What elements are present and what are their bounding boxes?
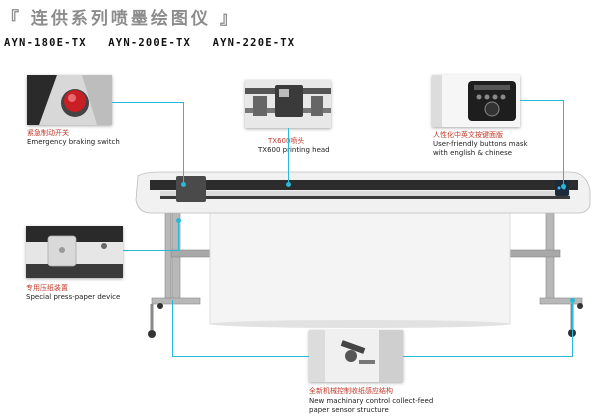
print-head-icon	[245, 80, 331, 128]
sensor-arm-icon	[309, 330, 403, 382]
paper-sheet	[209, 205, 511, 325]
label-buttons-en-1: User-friendly buttons mask	[433, 140, 528, 148]
callout-head	[245, 80, 331, 128]
label-sensor-en-2: paper sensor structure	[309, 406, 389, 414]
model-220: AYN-220E-TX	[212, 37, 296, 49]
emergency-stop-icon	[27, 75, 112, 125]
control-panel-icon	[432, 75, 520, 127]
callout-press	[26, 226, 123, 278]
plotter-wheels	[148, 303, 583, 338]
press-roller-icon	[26, 226, 123, 278]
label-press-cn: 专用压纸装置	[26, 284, 68, 292]
label-sensor-cn: 全新机械控制收纸感应结构	[309, 387, 393, 395]
model-list: AYN-180E-TX AYN-200E-TX AYN-220E-TX	[4, 37, 309, 49]
label-sensor-en-1: New machinary control collect-feed	[309, 397, 434, 405]
page-title: 『 连供系列喷墨绘图仪 』	[2, 9, 240, 29]
callout-buttons	[432, 75, 520, 127]
callout-sensor	[309, 330, 403, 382]
label-head-en: TX600 printing head	[258, 146, 330, 154]
label-buttons-cn: 人性化中英文按键面版	[433, 131, 503, 139]
label-emergency-cn: 紧急制动开关	[27, 129, 69, 137]
label-head-cn: TX600喷头	[268, 137, 305, 145]
model-180: AYN-180E-TX	[4, 37, 87, 49]
plotter-body	[135, 171, 591, 214]
label-press-en: Special press-paper device	[26, 293, 121, 301]
label-emergency-en: Emergency braking switch	[27, 138, 120, 146]
callout-emergency	[27, 75, 112, 125]
label-buttons-en-2: with english & chinese	[433, 149, 513, 157]
model-200: AYN-200E-TX	[108, 37, 192, 49]
